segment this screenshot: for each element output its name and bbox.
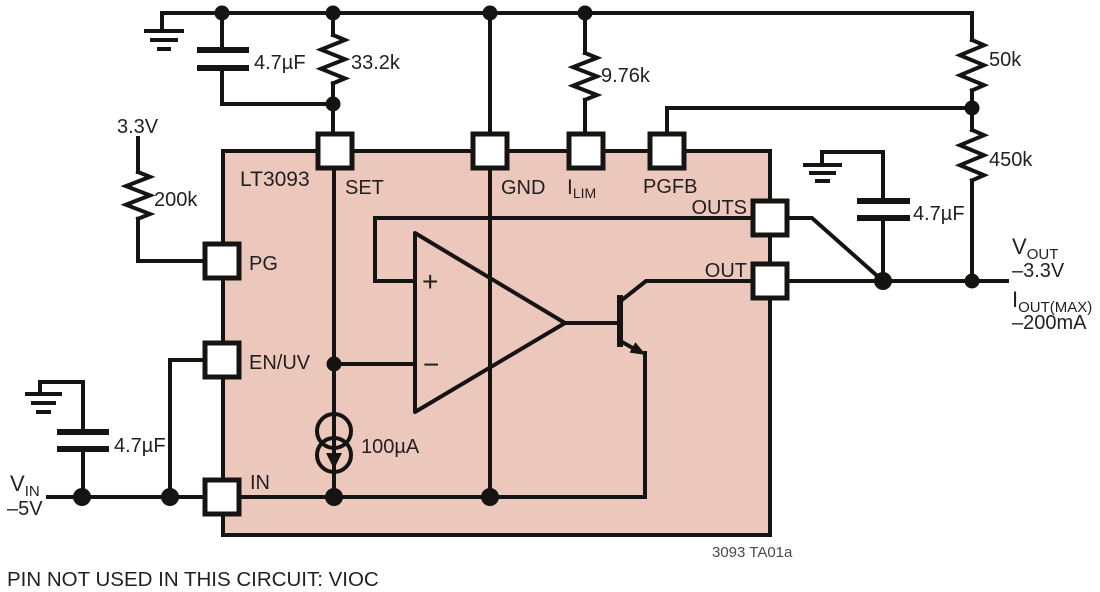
pin-square-outs [750, 198, 790, 238]
out-cap-label: 4.7µF [913, 203, 965, 225]
pin-label-outs: OUTS [691, 197, 747, 219]
pin-square-set [315, 131, 355, 171]
pin-label-pgfb: PGFB [643, 176, 697, 198]
pin-label-pg: PG [249, 253, 278, 275]
pin-square-in [202, 477, 242, 517]
ground-icon-input [25, 380, 85, 414]
capacitor-icon-output [857, 198, 910, 221]
resistor-icons-divider [954, 11, 990, 283]
in-cap-label: 4.7µF [114, 435, 166, 457]
capacitor-icon-set [197, 47, 249, 71]
wire-outs-feedback [373, 216, 755, 283]
resistor-50k-label: 50k [989, 49, 1022, 71]
resistor-icon-200k [120, 136, 207, 263]
pin-square-gnd [470, 131, 510, 171]
pin-label-ilim: ILIM [567, 176, 596, 201]
current-source-icon [315, 412, 353, 474]
vout-label: VOUT [1012, 234, 1058, 263]
pin-label-enuv: EN/UV [249, 352, 311, 374]
ic-name-label: LT3093 [240, 168, 310, 191]
wire-out-cap [820, 150, 885, 283]
resistor-icon-33k [315, 11, 351, 136]
wire-outs-kelvin [785, 216, 886, 284]
circuit-wiring [25, 11, 1009, 499]
vin-label: VIN [10, 471, 40, 500]
opamp-plus-icon: + [422, 266, 438, 297]
opamp-minus-icon: − [423, 349, 439, 380]
pin-square-ilim [566, 131, 606, 171]
ic-body [221, 149, 772, 537]
vin-value: –5V [7, 498, 43, 520]
resistor-icon-9k76 [567, 11, 603, 136]
iout-label: IOUT(MAX) [1012, 287, 1092, 316]
iout-value: –200mA [1012, 312, 1087, 334]
wire-pgfb [665, 106, 974, 136]
wire-enuv [168, 358, 207, 499]
ground-icon-output [803, 163, 842, 183]
pin-square-out [750, 261, 790, 301]
vout-value: –3.3V [1012, 260, 1065, 282]
capacitor-icon-input [57, 429, 109, 452]
labels: 3.3V 200k 4.7µF 33.2k 9.76k 50k 450k 4.7… [7, 49, 1092, 591]
pin-square-pg [202, 241, 242, 281]
ic-pin-squares [202, 131, 790, 517]
rail-3v3-label: 3.3V [117, 116, 159, 138]
pin-square-pgfb [647, 131, 687, 171]
pin-label-out: OUT [705, 260, 747, 282]
footnote: PIN NOT USED IN THIS CIRCUIT: VIOC [7, 568, 379, 591]
current-source-label: 100µA [361, 436, 420, 458]
resistor-33k-label: 33.2k [351, 52, 401, 74]
resistor-9k76-label: 9.76k [601, 65, 651, 87]
resistor-200k-label: 200k [154, 189, 198, 211]
junction-dots [73, 5, 980, 506]
pin-square-enuv [202, 340, 242, 380]
opamp-triangle-icon [413, 231, 567, 414]
pin-label-gnd: GND [501, 177, 545, 199]
npn-transistor-icon [617, 279, 755, 499]
pin-label-in: IN [250, 472, 270, 494]
resistor-450k-label: 450k [989, 149, 1033, 171]
wire-top-rail [160, 11, 974, 31]
set-cap-label: 4.7µF [254, 52, 306, 74]
ground-icon-top-left [144, 29, 184, 51]
figure-id: 3093 TA01a [712, 544, 793, 561]
pin-label-set: SET [345, 177, 384, 199]
